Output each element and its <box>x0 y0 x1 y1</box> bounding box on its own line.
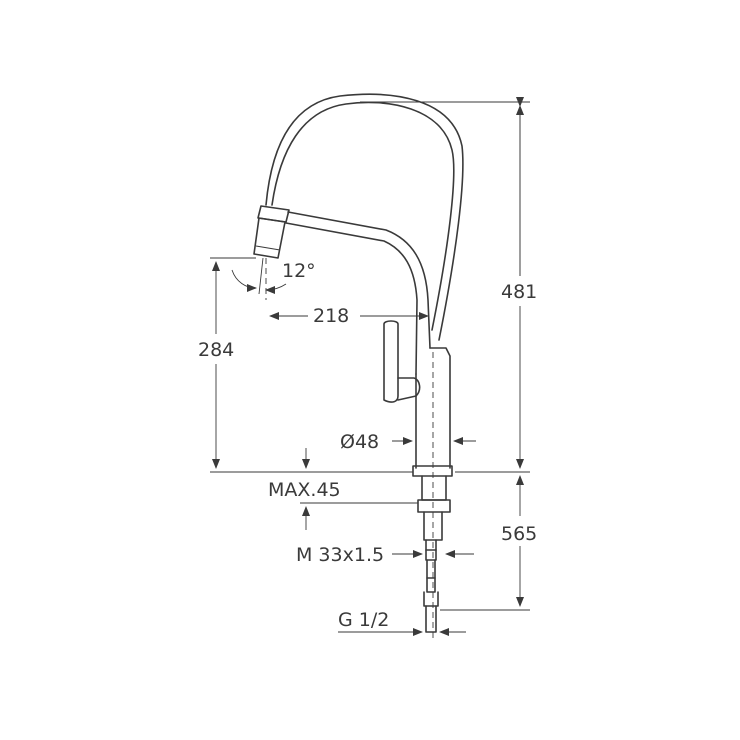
dimension-spout-height-label: 284 <box>198 339 234 361</box>
faucet-outline <box>253 93 464 633</box>
dimension-connector-label: G 1/2 <box>338 609 389 631</box>
dimension-max-thickness-label: MAX.45 <box>268 479 341 501</box>
dimension-thread-label: M 33x1.5 <box>296 544 384 566</box>
dimension-max-thickness <box>300 448 418 530</box>
dimension-reach-label: 218 <box>313 305 349 327</box>
dimension-spray-angle <box>231 257 287 295</box>
dimension-total-height-label: 481 <box>501 281 537 303</box>
dimension-total-height <box>360 97 530 473</box>
dimension-base-diameter-label: Ø48 <box>340 431 379 453</box>
dimension-under-length-label: 565 <box>501 523 537 545</box>
dimension-spout-height <box>210 257 413 473</box>
dimension-spray-angle-label: 12° <box>282 260 316 282</box>
dimension-under-length <box>440 475 530 611</box>
